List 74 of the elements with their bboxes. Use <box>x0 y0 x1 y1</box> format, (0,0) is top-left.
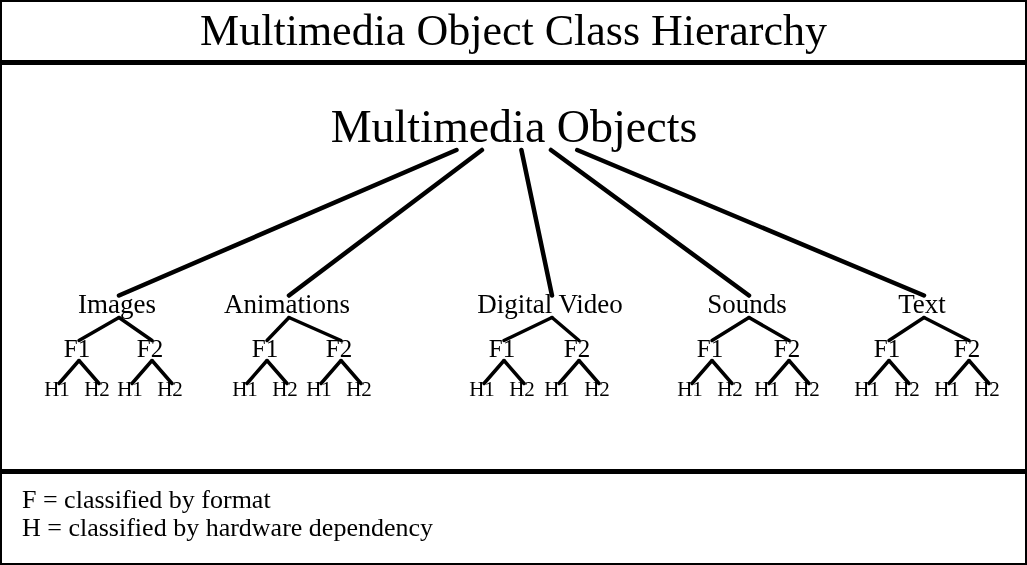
class-label: H2 <box>508 378 536 400</box>
connector-line <box>967 358 991 386</box>
connector-line <box>150 358 174 386</box>
class-label: H2 <box>793 378 821 400</box>
connector-line <box>265 315 291 343</box>
connector-line <box>710 315 751 343</box>
class-label: H1 <box>933 378 961 400</box>
class-label: H2 <box>973 378 1001 400</box>
connector-line <box>867 358 891 386</box>
class-label: H2 <box>345 378 373 400</box>
class-label: F2 <box>772 335 802 361</box>
class-label: Text <box>897 290 947 318</box>
class-label: H1 <box>543 378 571 400</box>
class-label: H1 <box>305 378 333 400</box>
class-label: H1 <box>753 378 781 400</box>
connector-line <box>77 358 101 386</box>
class-label: H1 <box>231 378 259 400</box>
connector-line <box>690 358 714 386</box>
connector-line <box>519 147 555 298</box>
connector-line <box>947 358 971 386</box>
class-label: Digital Video <box>476 290 624 318</box>
connector-line <box>557 358 581 386</box>
class-label: H2 <box>583 378 611 400</box>
connector-line <box>130 358 154 386</box>
class-label: H1 <box>468 378 496 400</box>
class-label: Animations <box>223 290 351 318</box>
connector-line <box>787 358 811 386</box>
connector-line <box>265 358 289 386</box>
class-label: H2 <box>83 378 111 400</box>
class-label: H2 <box>716 378 744 400</box>
connector-line <box>577 358 601 386</box>
class-label: F2 <box>562 335 592 361</box>
connector-line <box>482 358 506 386</box>
class-label: Multimedia Objects <box>329 104 699 150</box>
connector-line <box>767 358 791 386</box>
diagram-title: Multimedia Object Class Hierarchy <box>200 9 827 53</box>
connector-line <box>77 315 121 343</box>
connector-line <box>502 358 526 386</box>
connector-line <box>286 147 485 298</box>
connector-line <box>710 358 734 386</box>
class-label: Images <box>77 290 157 318</box>
class-label: H1 <box>116 378 144 400</box>
connector-line <box>117 315 154 343</box>
connector-line <box>747 315 791 343</box>
class-label: H2 <box>156 378 184 400</box>
connector-line <box>574 147 927 298</box>
class-label: F2 <box>324 335 354 361</box>
class-label: F1 <box>250 335 280 361</box>
class-label: Sounds <box>706 290 788 318</box>
connector-line <box>116 147 459 298</box>
class-label: H1 <box>676 378 704 400</box>
legend-note: H = classified by hardware dependency <box>22 514 434 542</box>
connector-line <box>287 315 343 343</box>
connector-line <box>319 358 343 386</box>
class-label: H1 <box>43 378 71 400</box>
class-label: F2 <box>135 335 165 361</box>
class-label: F1 <box>62 335 92 361</box>
class-label: H1 <box>853 378 881 400</box>
legend-note: F = classified by format <box>22 486 272 514</box>
class-label: F1 <box>695 335 725 361</box>
class-label: H2 <box>271 378 299 400</box>
connector-line <box>550 315 581 343</box>
connector-line <box>245 358 269 386</box>
connector-line <box>887 358 911 386</box>
class-label: F2 <box>952 335 982 361</box>
connector-line <box>57 358 81 386</box>
connector-line <box>922 315 971 343</box>
class-label: H2 <box>893 378 921 400</box>
class-label: F1 <box>487 335 517 361</box>
connector-line <box>502 315 554 343</box>
connector-line <box>339 358 363 386</box>
connector-line <box>887 315 926 343</box>
connector-line <box>548 147 752 298</box>
class-label: F1 <box>872 335 902 361</box>
